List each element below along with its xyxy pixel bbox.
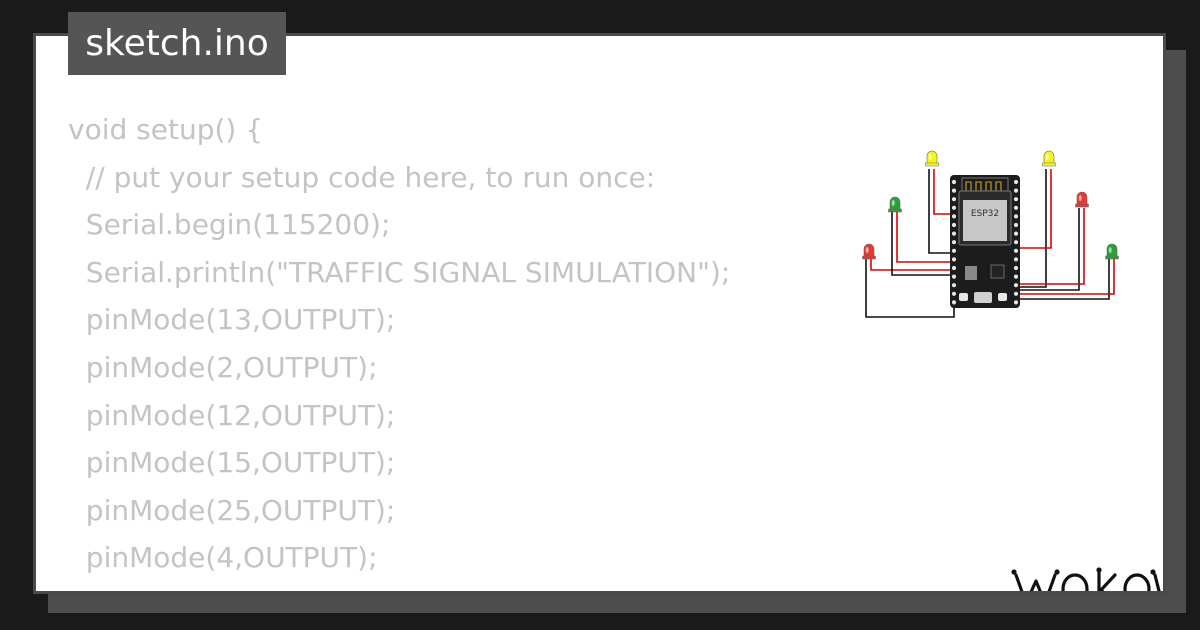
- wire-red-5: [1016, 208, 1085, 285]
- metal-shield: [963, 200, 1007, 241]
- header-pin: [1013, 188, 1019, 193]
- header-pin: [951, 274, 957, 279]
- header-pin: [1013, 283, 1019, 288]
- header-pin: [1013, 197, 1019, 202]
- code-line: Serial.begin(115200);: [68, 208, 391, 242]
- header-pin: [951, 265, 957, 271]
- code-line: }: [68, 582, 730, 591]
- reset-button: [998, 293, 1007, 301]
- usb-port: [974, 292, 992, 303]
- esp32-label: ESP32: [971, 209, 999, 219]
- code-line: pinMode(13,OUTPUT);: [68, 303, 396, 337]
- header-pin: [1013, 231, 1019, 236]
- header-pin: [951, 291, 957, 296]
- header-pin: [951, 257, 957, 262]
- header-pin: [1013, 214, 1019, 219]
- led: [925, 150, 939, 167]
- led: [1042, 150, 1056, 167]
- wire-black-3: [928, 169, 950, 254]
- wires: [865, 169, 1115, 318]
- header-pin: [951, 179, 957, 185]
- wire-black-2: [891, 212, 950, 276]
- header-pin: [1013, 300, 1019, 305]
- preview-card: void setup() { // put your setup code he…: [33, 33, 1166, 594]
- header-pin: [951, 205, 957, 210]
- led: [1075, 191, 1089, 208]
- wire-black-6: [1016, 259, 1110, 300]
- header-pin: [951, 197, 957, 202]
- header-pin: [1013, 265, 1019, 271]
- code-line: pinMode(4,OUTPUT);: [68, 541, 378, 575]
- wire-red-6: [1016, 259, 1115, 295]
- code-line: pinMode(2,OUTPUT);: [68, 350, 378, 384]
- header-pin: [1013, 248, 1019, 253]
- code-line: pinMode(12,OUTPUT);: [68, 398, 396, 432]
- led: [888, 196, 902, 213]
- header-pin: [951, 300, 957, 305]
- usb-chip: [990, 264, 1005, 279]
- wire-black-4: [1016, 169, 1047, 288]
- wire-red-2: [896, 212, 950, 263]
- wokwi-logo-icon: [1011, 567, 1161, 591]
- header-pin: [951, 188, 957, 193]
- header-pin: [951, 248, 957, 253]
- code-line: Serial.println("TRAFFIC SIGNAL SIMULATIO…: [68, 255, 731, 289]
- esp32-board: ESP32: [950, 175, 1020, 308]
- header-pin: [1013, 291, 1019, 296]
- leds: [862, 150, 1119, 260]
- code-line: pinMode(15,OUTPUT);: [68, 446, 396, 480]
- wire-black-1: [865, 257, 955, 318]
- header-pin: [951, 214, 957, 219]
- header-pin: [1013, 222, 1019, 228]
- wire-red-4: [1016, 169, 1052, 249]
- regulator: [965, 266, 977, 280]
- header-pin: [1013, 274, 1019, 279]
- led: [862, 243, 876, 260]
- code-line: // put your setup code here, to run once…: [68, 160, 656, 194]
- code-line: pinMode(25,OUTPUT);: [68, 493, 396, 527]
- wire-red-1: [870, 257, 950, 271]
- code-line: void setup() {: [68, 113, 264, 146]
- file-tab: sketch.ino: [68, 12, 286, 75]
- header-pin: [951, 283, 957, 288]
- header-pin: [951, 240, 957, 245]
- wire-red-3: [933, 169, 950, 215]
- led: [1105, 243, 1119, 260]
- header-pin: [1013, 179, 1019, 185]
- wire-black-5: [1016, 208, 1080, 291]
- header-pin: [1013, 240, 1019, 245]
- header-pin: [951, 231, 957, 236]
- header-pin: [951, 222, 957, 228]
- header-pin: [1013, 257, 1019, 262]
- code-preview: void setup() { // put your setup code he…: [68, 106, 731, 591]
- boot-button: [959, 293, 968, 301]
- circuit-diagram: ESP32: [862, 150, 1119, 318]
- header-pin: [1013, 205, 1019, 210]
